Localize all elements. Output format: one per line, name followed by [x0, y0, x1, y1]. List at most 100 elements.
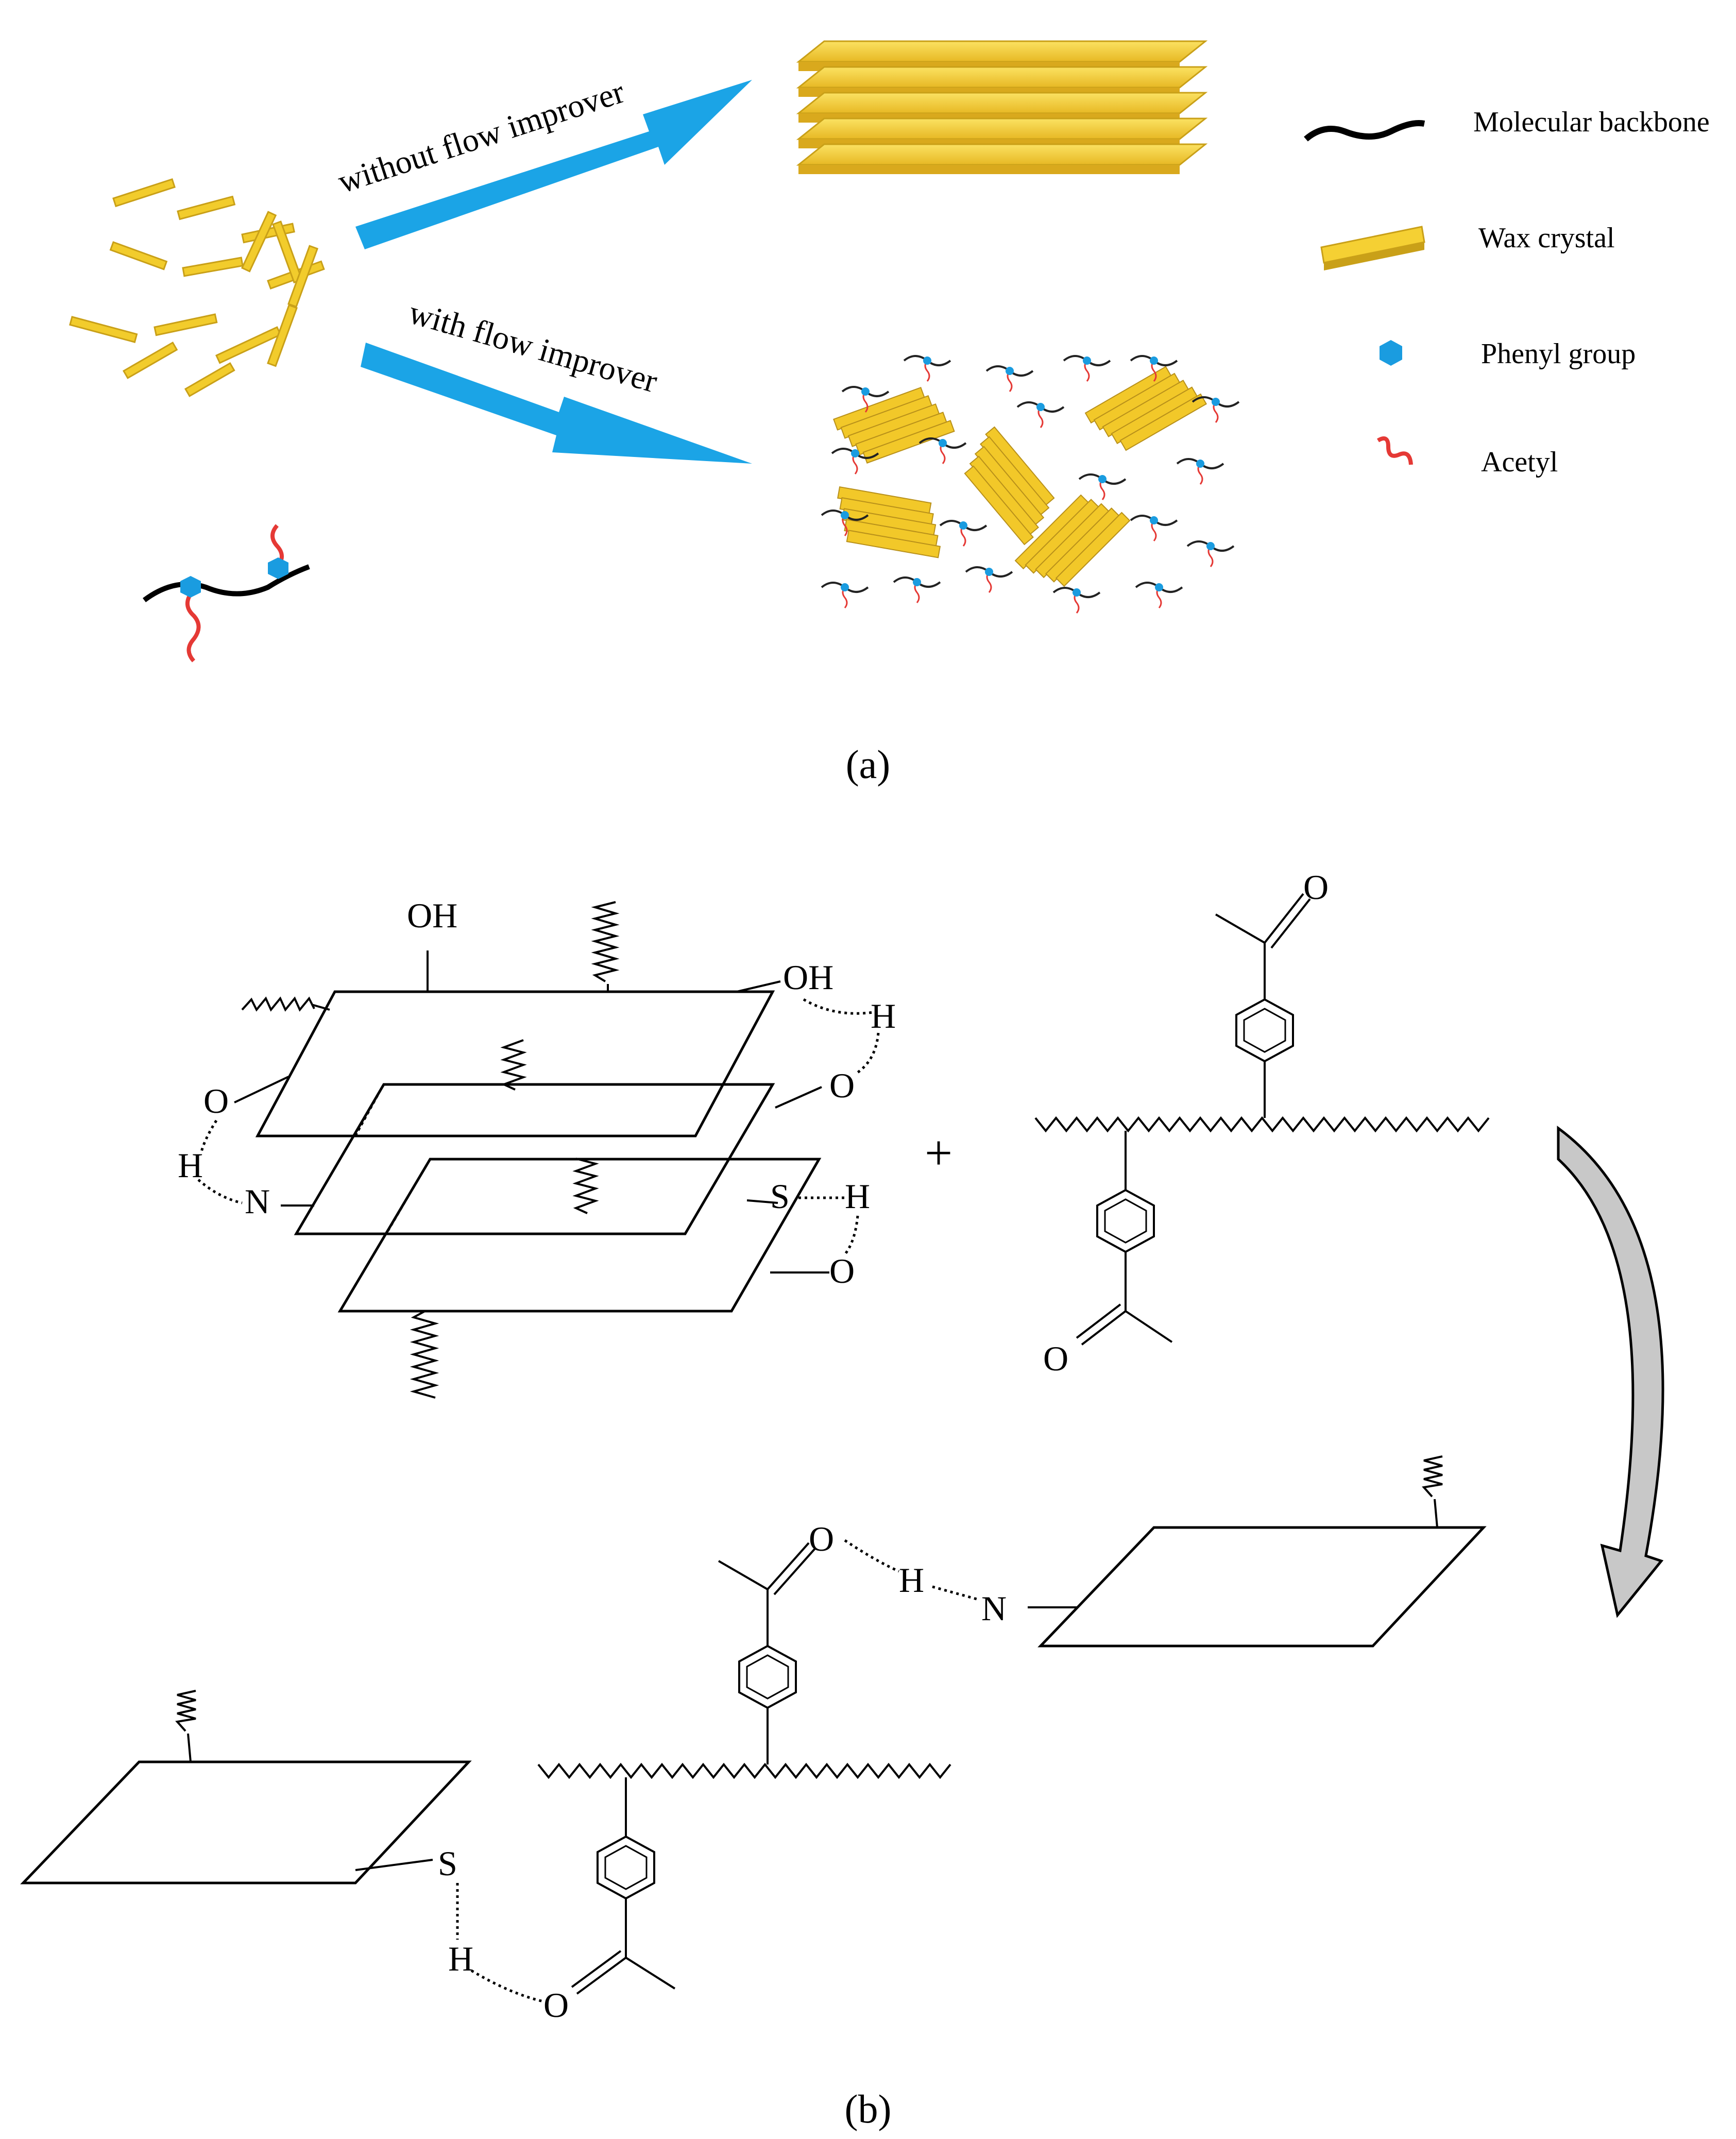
- wavy-substituent: [241, 996, 315, 1012]
- legend: Molecular backbone Wax crystal Phenyl gr…: [1304, 106, 1710, 478]
- wax-crystal-cluster: [837, 486, 941, 558]
- with-flow-improver-arrow: [361, 343, 752, 464]
- polymer-backbone-wavy: [1034, 1116, 1490, 1133]
- caption-a: (a): [846, 742, 891, 787]
- wax-sheet-edge: [798, 165, 1180, 174]
- wavy-substituent: [410, 1310, 439, 1399]
- additive-molecule: [841, 386, 890, 413]
- wax-crystal-rod: [267, 304, 298, 367]
- legend-item-phenyl: Phenyl group: [1380, 338, 1636, 370]
- additive-molecule: [821, 582, 869, 608]
- wax-crystal-cluster: [964, 426, 1055, 546]
- wax-sheet: [796, 143, 1208, 166]
- reaction-arrow: [1557, 1126, 1664, 1618]
- additive-molecule: [903, 355, 951, 382]
- atom-o-prod1: O: [809, 1519, 834, 1558]
- wax-crystal-rod: [177, 195, 236, 220]
- panel-b: OH OH H O O H N S H O +: [20, 868, 1664, 2131]
- polymer-backbone-wavy: [537, 1762, 951, 1779]
- plus-sign: +: [925, 1125, 952, 1180]
- atom-n-left: N: [245, 1182, 270, 1221]
- sheet-top: [255, 990, 775, 1138]
- red-squiggle-icon: [1376, 436, 1413, 465]
- wax-sheet: [796, 40, 1208, 63]
- legend-item-acetyl: Acetyl: [1376, 436, 1558, 478]
- atom-oh-right: OH: [783, 958, 833, 997]
- wax-sheet: [796, 66, 1208, 89]
- wax-crystal-rod: [112, 178, 176, 208]
- atom-o-prod2: O: [543, 1985, 569, 2025]
- without-flow-improver-arrow: [355, 80, 752, 249]
- dispersed-wax-crystals-with-additive: [821, 355, 1240, 614]
- wax-crystal-rod: [241, 211, 277, 273]
- additive-molecule: [1130, 515, 1178, 541]
- wax-crystal-rod: [184, 362, 235, 397]
- wax-crystal-rod: [69, 316, 138, 343]
- yellow-bar-icon: [1320, 226, 1425, 270]
- wavy-substituent: [500, 1039, 527, 1091]
- additive-molecule: [1016, 401, 1065, 428]
- atom-o-left: O: [203, 1081, 229, 1121]
- wax-crystal-cluster: [1014, 494, 1131, 587]
- legend-item-backbone: Molecular backbone: [1304, 106, 1710, 142]
- additive-molecule: [985, 365, 1034, 392]
- atom-o-right-mid: O: [829, 1066, 855, 1105]
- arrow-top-label: without flow improver: [333, 73, 628, 200]
- product-sheet-right: [844, 1455, 1487, 1648]
- stacked-sheets-structure: [197, 901, 880, 1399]
- stacked-wax-crystal-sheets: [796, 40, 1208, 174]
- additive-molecule: [1063, 355, 1111, 382]
- wax-crystal-rod: [109, 241, 168, 270]
- product-sheet-left: [20, 1690, 544, 2003]
- caption-b: (b): [845, 2086, 892, 2131]
- atom-s-right: S: [770, 1177, 790, 1216]
- additive-molecule: [831, 448, 879, 474]
- atom-h-left: H: [178, 1146, 203, 1185]
- additive-molecule: [939, 520, 988, 547]
- wavy-substituent: [175, 1690, 196, 1732]
- wax-sheet: [796, 92, 1208, 114]
- svg-text:Acetyl: Acetyl: [1481, 446, 1558, 478]
- wax-crystal-cluster: [1084, 366, 1207, 451]
- svg-text:Wax crystal: Wax crystal: [1478, 222, 1615, 254]
- additive-molecule-icon: [143, 524, 310, 663]
- additive-molecule: [1135, 582, 1183, 608]
- atom-h-top-right: H: [871, 996, 896, 1035]
- atom-h-prod2: H: [448, 1939, 473, 1978]
- additive-molecule: [893, 576, 941, 603]
- atom-o-ketone-top: O: [1303, 868, 1329, 907]
- additive-molecule: [1078, 473, 1127, 500]
- wavy-line-icon: [1304, 120, 1425, 142]
- sheet-bottom: [337, 1158, 822, 1313]
- svg-text:Phenyl group: Phenyl group: [1481, 338, 1636, 370]
- wax-crystal-rod: [182, 257, 244, 277]
- additive-molecule: [965, 566, 1013, 593]
- additive-molecule: [1052, 587, 1101, 614]
- atom-h-right-low: H: [845, 1177, 870, 1216]
- sheet-middle: [294, 1083, 775, 1235]
- additive-molecule: [1192, 396, 1240, 423]
- additive-molecule: [1186, 540, 1235, 567]
- wax-crystal-rod: [287, 245, 319, 308]
- panel-a: without flow improver with flow improver…: [69, 40, 1710, 787]
- legend-item-wax: Wax crystal: [1320, 222, 1615, 270]
- additive-molecule: [821, 510, 869, 536]
- wavy-substituent: [591, 901, 620, 982]
- acetylphenyl-polymer: [1034, 893, 1490, 1346]
- blue-hexagon-icon: [1380, 340, 1402, 366]
- additive-molecule: [1176, 458, 1224, 485]
- atom-o-ketone-bottom: O: [1043, 1339, 1068, 1378]
- wavy-substituent: [1422, 1455, 1443, 1498]
- atom-s-prod2: S: [438, 1844, 457, 1883]
- additive-molecule: [918, 437, 967, 464]
- atom-o-right-low: O: [829, 1251, 855, 1291]
- wax-crystal-rod: [122, 341, 178, 379]
- atom-h-prod1: H: [899, 1560, 924, 1600]
- additive-molecule: [1130, 355, 1178, 382]
- product-polymer: [537, 1542, 951, 1995]
- wavy-substituent: [572, 1158, 599, 1214]
- wax-sheet: [796, 117, 1208, 140]
- wax-crystal-rod: [154, 313, 218, 336]
- atom-n-prod1: N: [981, 1589, 1007, 1628]
